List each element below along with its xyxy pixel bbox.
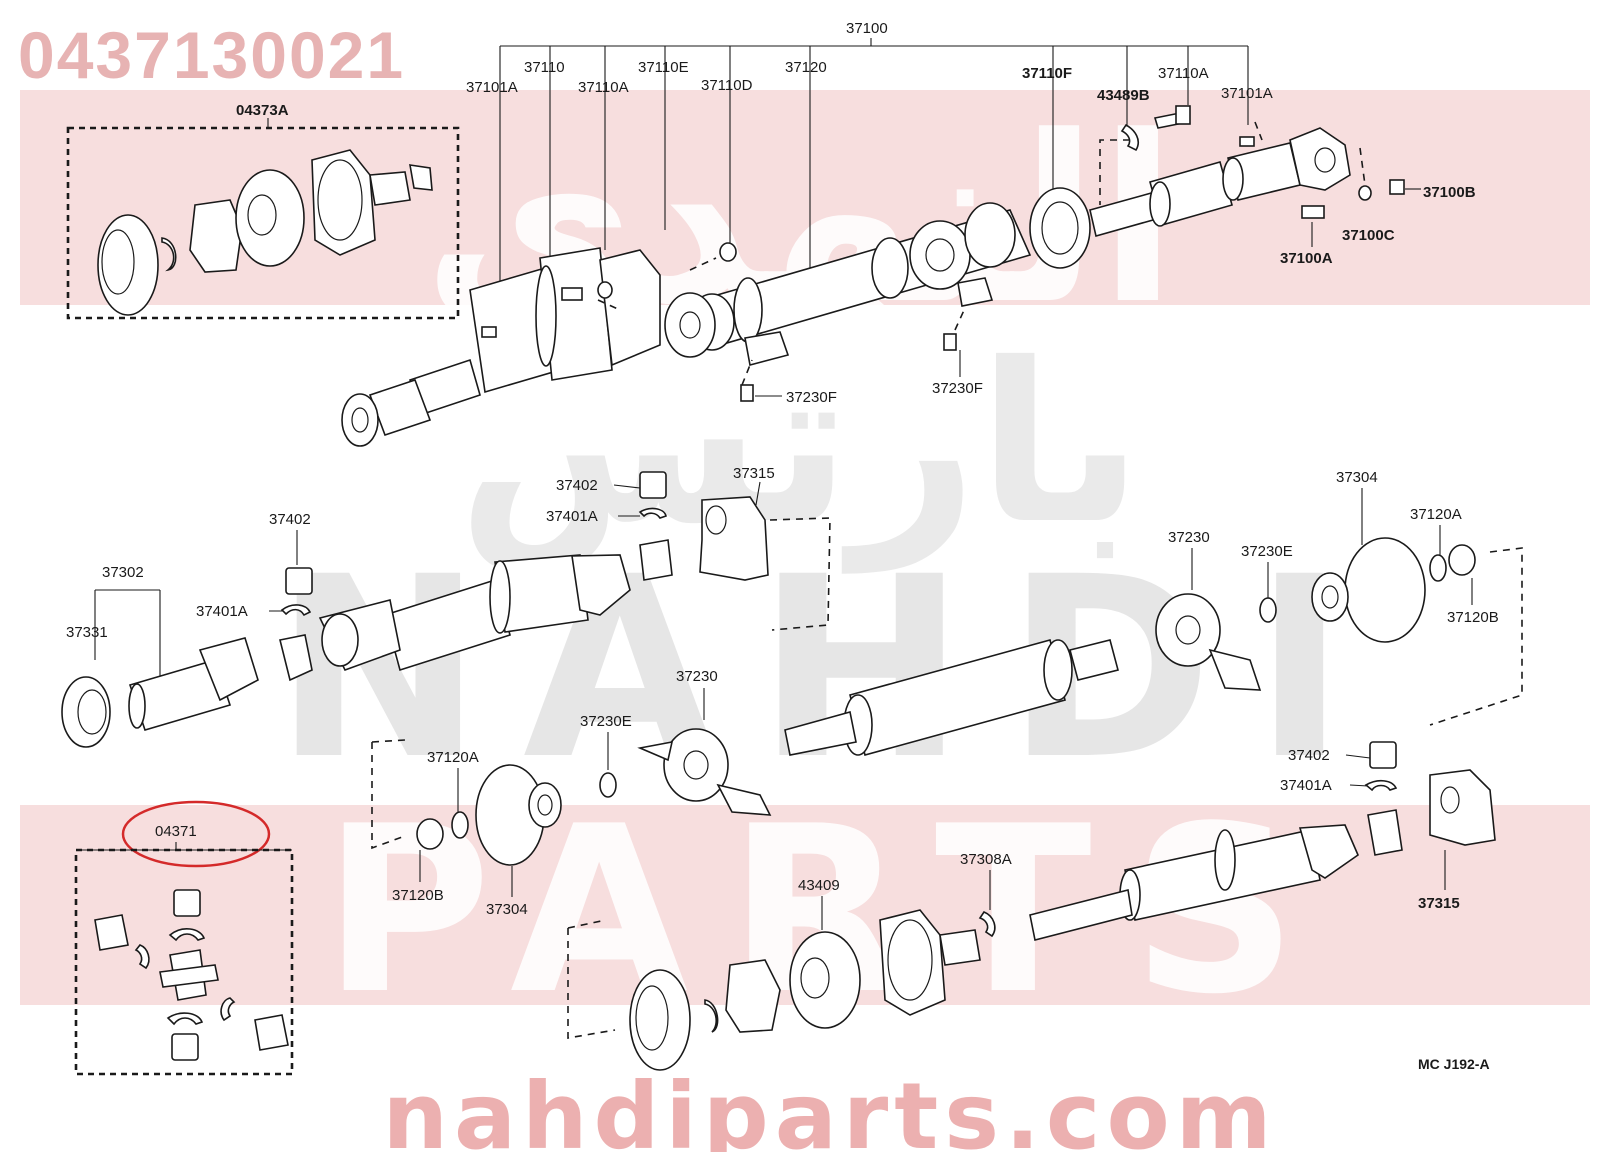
label-37100C: 37100C [1342, 227, 1395, 244]
label-37402-left: 37402 [269, 511, 311, 528]
label-37402-top: 37402 [556, 477, 598, 494]
label-37302: 37302 [102, 564, 144, 581]
label-37402-br: 37402 [1288, 747, 1330, 764]
label-37120: 37120 [785, 59, 827, 76]
label-37315-top: 37315 [733, 465, 775, 482]
label-37230F-right: 37230F [932, 380, 983, 397]
label-37101A-left: 37101A [466, 79, 518, 96]
label-37401A-left: 37401A [196, 603, 248, 620]
label-37230-right: 37230 [1168, 529, 1210, 546]
diagram-code: MC J192-A [1418, 1056, 1490, 1072]
watermark-nahdi: NAHDI [274, 523, 1386, 814]
label-37110: 37110 [524, 59, 565, 76]
group-04373A: 04373A [66, 102, 460, 320]
label-37308A: 37308A [960, 851, 1012, 868]
lower-middle-assembly: 37230 37230E 37120A 37120B 37304 [371, 668, 772, 918]
label-37315-br: 37315 [1418, 895, 1460, 912]
label-37230-mid: 37230 [676, 668, 718, 685]
label-04373A: 04373A [236, 102, 289, 119]
label-37230F-left: 37230F [786, 389, 837, 406]
label-37110A-top: 37110A [1158, 65, 1209, 82]
highlight-circle [121, 800, 271, 868]
label-37331: 37331 [66, 624, 108, 641]
label-37110F: 37110F [1022, 65, 1072, 82]
label-37230E-right: 37230E [1241, 543, 1293, 560]
label-37110A-left: 37110A [578, 79, 629, 96]
label-37120B-mid: 37120B [392, 887, 444, 904]
label-37304-mid: 37304 [486, 901, 528, 918]
label-37401A-top: 37401A [546, 508, 598, 525]
label-37100B: 37100B [1423, 184, 1476, 201]
watermark-site: nahdiparts.com [382, 1063, 1277, 1152]
label-43489B: 43489B [1097, 87, 1150, 104]
label-37110D: 37110D [701, 77, 753, 94]
label-37110E: 37110E [638, 59, 689, 76]
label-37304-right: 37304 [1336, 469, 1378, 486]
label-37120B-right: 37120B [1447, 609, 1499, 626]
label-04371: 04371 [155, 823, 197, 840]
group-04371: 04371 [74, 800, 294, 1076]
label-37230E-mid: 37230E [580, 713, 632, 730]
bottom-right-assembly: 37402 37401A 37315 37308A 43409 [567, 741, 1496, 1071]
label-37401A-br: 37401A [1280, 777, 1332, 794]
top-assembly: 37100 37110 37110E 37120 37110F 37110A 3… [341, 20, 1476, 447]
part-number: 0437130021 [18, 18, 405, 92]
label-37120A-mid: 37120A [427, 749, 479, 766]
label-37100A: 37100A [1280, 250, 1333, 267]
label-37100: 37100 [846, 20, 888, 37]
label-43409: 43409 [798, 877, 840, 894]
label-37120A-right: 37120A [1410, 506, 1462, 523]
middle-right-assembly: 37304 37120A 37120B 37230 37230E [784, 469, 1523, 756]
middle-left-assembly: 37402 37401A 37315 37402 37401A 37302 37… [61, 465, 831, 748]
label-37101A-right: 37101A [1221, 85, 1273, 102]
